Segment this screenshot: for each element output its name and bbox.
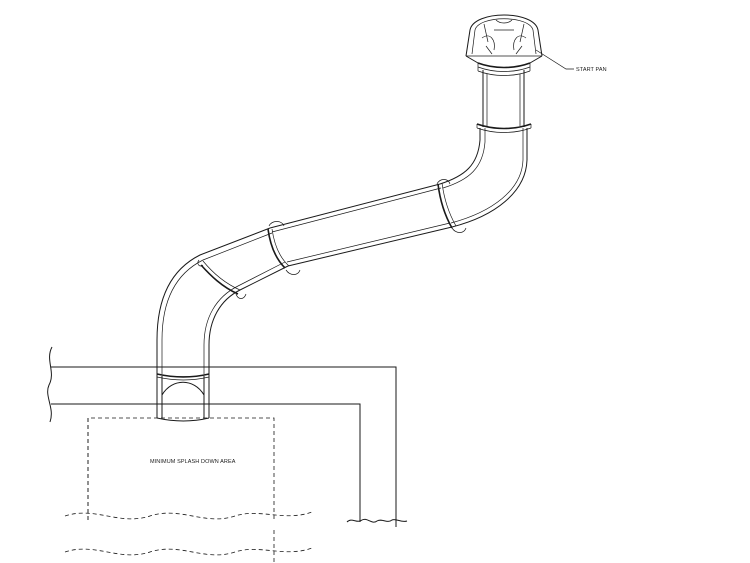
slide-lower-curve	[156, 227, 289, 374]
start-pan-label: START PAN	[576, 67, 607, 73]
slide-vertical-section	[476, 70, 532, 133]
start-pan	[465, 14, 543, 76]
slide-joints-lower	[197, 221, 301, 299]
slide-middle-section	[269, 183, 453, 267]
start-pan-callout: START PAN	[535, 49, 607, 73]
pool-deck	[47, 346, 408, 527]
slide-upper-curve	[439, 128, 528, 228]
water-waves	[64, 511, 313, 556]
slide-exit	[156, 373, 210, 422]
splash-down-area: MINIMUM SPLASH DOWN AREA	[87, 417, 275, 562]
splash-area-label: MINIMUM SPLASH DOWN AREA	[150, 459, 236, 465]
